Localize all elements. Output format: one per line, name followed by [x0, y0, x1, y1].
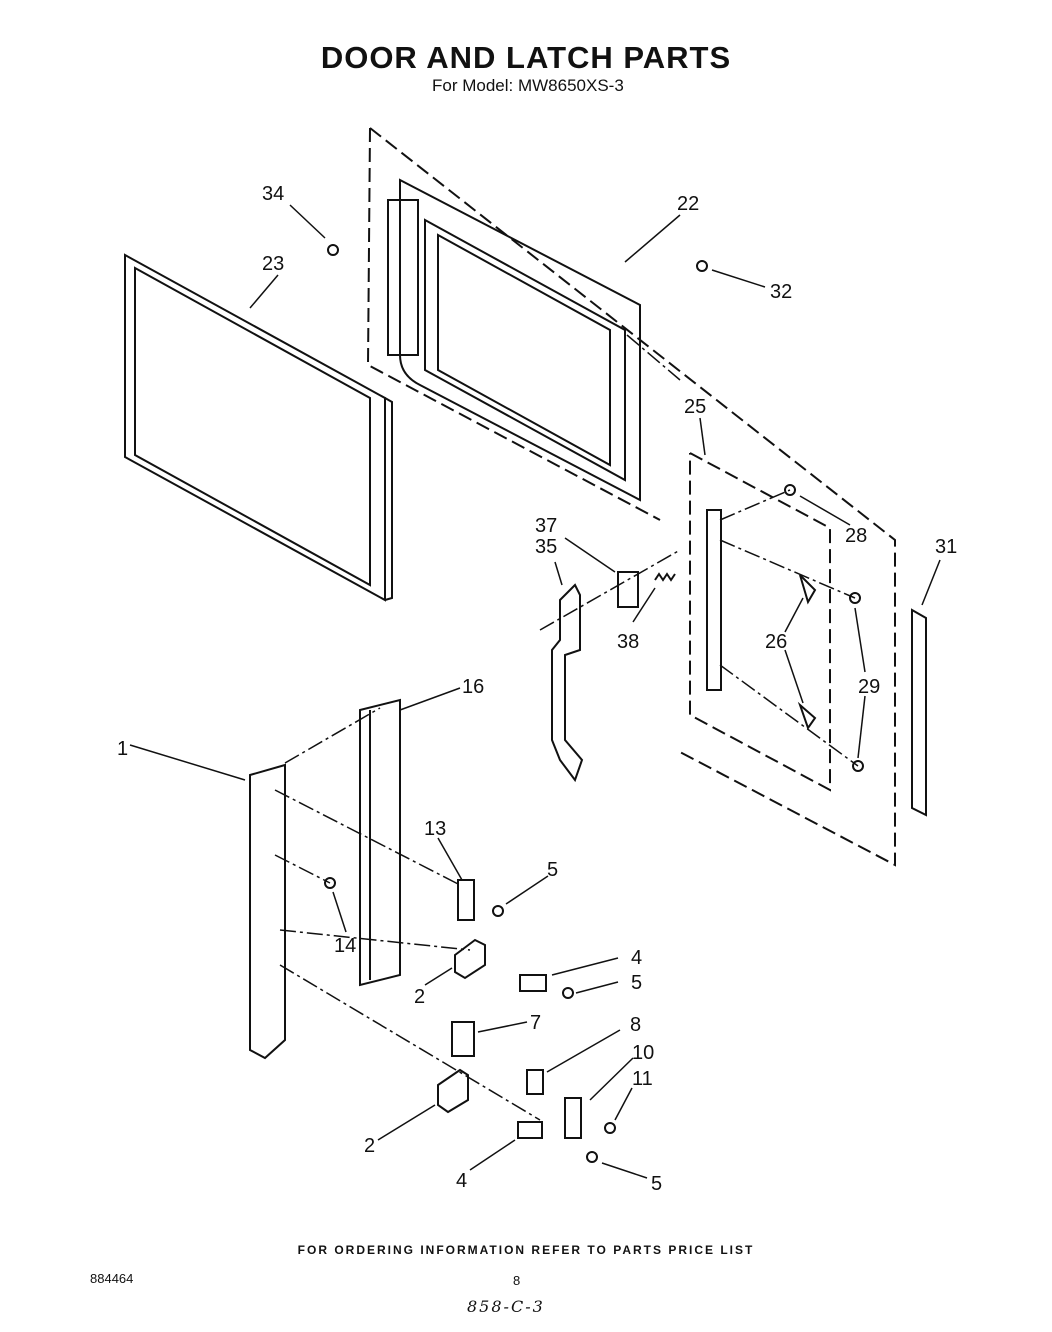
- callout-2-b: 2: [364, 1135, 375, 1157]
- actuator-2-lower: [437, 1068, 469, 1114]
- callout-34: 34: [262, 183, 284, 205]
- callout-25: 25: [684, 396, 706, 418]
- handwritten-code: 858-C-3: [467, 1297, 545, 1316]
- callout-26: 26: [765, 631, 787, 653]
- callout-10: 10: [632, 1042, 654, 1064]
- leader-lines: [129, 204, 941, 1179]
- bracket-10: [564, 1097, 582, 1139]
- channel-16: [359, 698, 401, 987]
- callout-16: 16: [462, 676, 484, 698]
- callout-37: 37: [535, 515, 557, 537]
- latch-35: [551, 583, 584, 783]
- callout-31: 31: [935, 536, 957, 558]
- document-number: 884464: [90, 1271, 134, 1286]
- callout-13: 13: [424, 818, 446, 840]
- assembly-lines: [274, 334, 859, 1121]
- callout-4-a: 4: [631, 947, 642, 969]
- callout-35: 35: [535, 536, 557, 558]
- callout-2-a: 2: [414, 986, 425, 1008]
- callout-7: 7: [530, 1012, 541, 1034]
- callout-22: 22: [677, 193, 699, 215]
- callout-1: 1: [117, 738, 128, 760]
- group-boundary: [369, 127, 896, 867]
- actuator-2-upper: [454, 938, 486, 980]
- latch-part-37: [617, 571, 639, 608]
- strip-31: [911, 608, 927, 817]
- page-title: DOOR AND LATCH PARTS: [320, 40, 732, 75]
- callout-5-b: 5: [631, 972, 642, 994]
- latch-plate-25: [706, 509, 817, 731]
- switch-8: [526, 1069, 544, 1095]
- model-subtitle: For Model: MW8650XS-3: [432, 76, 624, 95]
- callout-29: 29: [858, 676, 880, 698]
- callout-11: 11: [632, 1068, 653, 1090]
- callout-14: 14: [334, 935, 356, 957]
- plate-7: [451, 1021, 475, 1057]
- door-panel-23: [124, 253, 393, 602]
- callout-labels: 34 23 22 32 25 28 37 35 38 26 29 31 16 1…: [117, 183, 957, 1195]
- screws: [324, 244, 864, 1163]
- switch-4-lower: [517, 1121, 543, 1139]
- callout-28: 28: [845, 525, 867, 547]
- spring-38: [654, 572, 676, 582]
- callout-8: 8: [630, 1014, 641, 1036]
- door-frame-22: [387, 178, 641, 502]
- ordering-note: FOR ORDERING INFORMATION REFER TO PARTS …: [297, 1243, 755, 1257]
- callout-32: 32: [770, 281, 792, 303]
- callout-5-c: 5: [651, 1173, 662, 1195]
- callout-5-a: 5: [547, 859, 558, 881]
- callout-38: 38: [617, 631, 639, 653]
- latch-assembly-boundary: [689, 452, 831, 792]
- callout-4-b: 4: [456, 1170, 467, 1192]
- page-number: 8: [513, 1273, 521, 1288]
- callout-23: 23: [262, 253, 284, 275]
- switch-4-upper: [519, 974, 547, 992]
- bracket-1: [249, 763, 286, 1060]
- switch-13: [457, 879, 475, 921]
